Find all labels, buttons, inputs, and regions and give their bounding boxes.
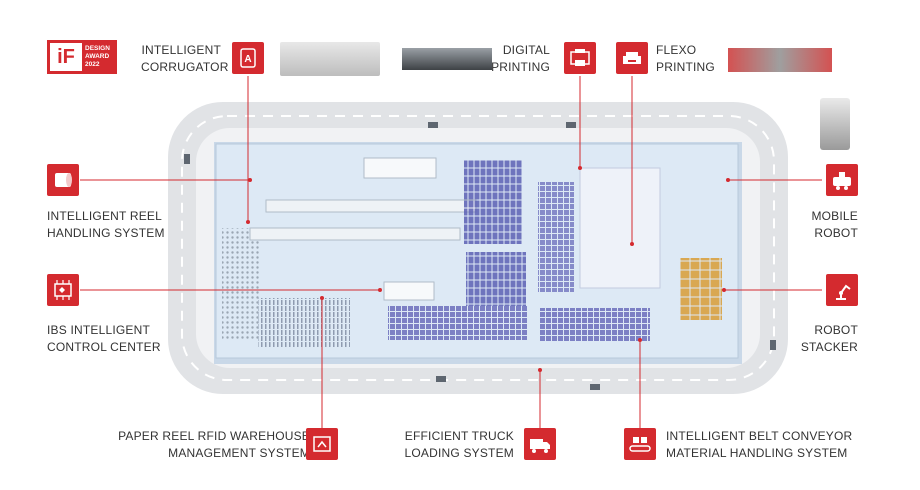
- road-vehicles: [184, 122, 776, 390]
- mobile-robot-photo: [820, 98, 850, 150]
- mobile-robot-icon: [826, 164, 858, 196]
- belt-conveyor-icon: [624, 428, 656, 460]
- robot-arm-icon: [826, 274, 858, 306]
- svg-text:A: A: [244, 54, 251, 65]
- award-line-3: 2022: [85, 61, 100, 68]
- warehouse-racks: [383, 160, 661, 342]
- if-design-award-logo: iF DESIGN AWARD 2022: [47, 40, 117, 74]
- rfid-warehouse-icon: [306, 428, 338, 460]
- truck-loading-icon: [524, 428, 556, 460]
- pallet-stacks: [680, 258, 722, 320]
- flexo-machine-photo: [728, 48, 832, 72]
- road-marking: [181, 115, 775, 381]
- award-line-1: DESIGN: [85, 45, 110, 52]
- digital-press-photo: [402, 48, 492, 70]
- corrugator-machine-photo: [280, 42, 380, 76]
- award-line-2: AWARD: [85, 53, 110, 60]
- digital-printer-icon: [564, 42, 596, 74]
- flexo-printer-icon: [616, 42, 648, 74]
- paper-reel-icon: [47, 164, 79, 196]
- reel-storage-field: [222, 228, 350, 348]
- corrugator-icon: A: [232, 42, 264, 74]
- control-center-icon: [47, 274, 79, 306]
- corrugator-lines: [249, 157, 477, 241]
